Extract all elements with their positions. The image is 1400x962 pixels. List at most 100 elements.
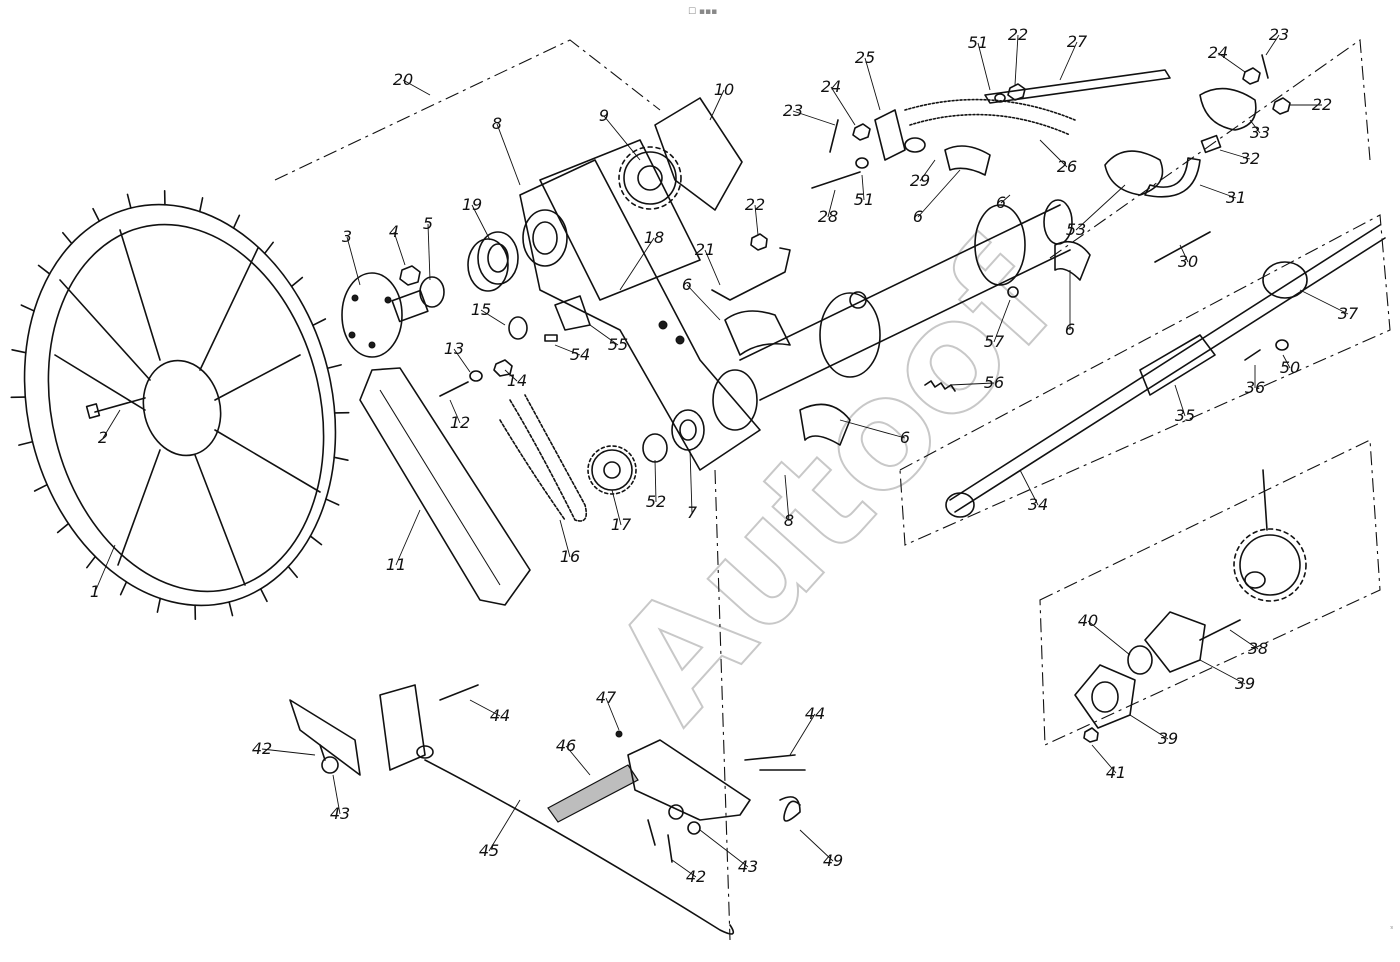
callout-label-45: 45 (479, 841, 499, 860)
top-mark: ☐ ▪▪▪ (688, 7, 717, 17)
callout-leader (1199, 184, 1237, 199)
callout-leader (402, 79, 431, 96)
nut-part-22-a (750, 233, 768, 251)
callout-label-51: 51 (854, 190, 874, 209)
callout-leader (589, 324, 619, 346)
callout-label-23: 23 (783, 101, 803, 120)
callout-leader (799, 829, 834, 862)
circlip-part-52 (642, 433, 668, 463)
callout-leader (605, 697, 620, 731)
callout-label-22: 22 (745, 195, 765, 214)
bracket-assembly-left (289, 684, 735, 935)
chain-guard-part-11 (359, 367, 531, 606)
callout-leader (754, 204, 759, 236)
callout-label-9: 9 (599, 106, 609, 125)
callout-label-44: 44 (805, 704, 825, 723)
callout-leader (480, 309, 506, 326)
callout-leader (1075, 184, 1126, 231)
callout-label-5: 5 (423, 214, 433, 233)
callout-leader (346, 236, 361, 286)
callout-leader (709, 89, 725, 121)
callout-label-15: 15 (471, 300, 491, 319)
callout-label-12: 12 (450, 413, 470, 432)
callout-leader (699, 829, 749, 868)
callout-label-51: 51 (968, 33, 988, 52)
callout-label-13: 13 (444, 339, 464, 358)
spiked-wheel-part-1 (10, 189, 350, 621)
callout-label-54: 54 (570, 345, 590, 364)
wheel-spike (20, 304, 35, 312)
callout-label-50: 50 (1280, 358, 1300, 377)
wheel-spike (325, 498, 340, 506)
callout-leader (261, 748, 316, 756)
callout-label-52: 52 (646, 492, 666, 511)
main-shaft-assembly (712, 199, 1073, 431)
callout-leader (654, 459, 657, 503)
bolt-part-2 (85, 397, 146, 419)
callout-label-4: 4 (389, 222, 399, 241)
wheel-spike (92, 207, 101, 222)
callout-label-41: 41 (1106, 763, 1126, 782)
callout-leader (559, 519, 571, 558)
callout-leader (603, 115, 641, 161)
wheel-spike (287, 565, 298, 579)
callout-leader (496, 123, 521, 186)
callout-leader (1217, 52, 1246, 73)
wheel-spike (333, 456, 349, 461)
callout-leader (1014, 34, 1019, 86)
cover-plate-part-10 (654, 97, 743, 211)
wheel-spike (11, 349, 27, 354)
callout-leader (611, 489, 622, 526)
callout-leader (471, 204, 491, 241)
wheel-spike (156, 597, 162, 613)
group-outline-frame (274, 39, 661, 181)
callout-label-38: 38 (1248, 639, 1268, 658)
callout-label-43: 43 (330, 804, 350, 823)
callout-label-2: 2 (98, 428, 108, 447)
callout-leader (1039, 139, 1068, 168)
callout-label-57: 57 (984, 332, 1005, 351)
callout-leader (1265, 34, 1280, 56)
callout-leader (469, 699, 501, 717)
callout-label-1: 1 (90, 582, 100, 601)
drive-shaft-assembly (945, 224, 1386, 518)
callout-label-29: 29 (910, 171, 930, 190)
nut-part-4 (399, 265, 421, 286)
wheel-spike (290, 276, 304, 288)
callout-leader (102, 409, 121, 439)
gear-housing-frame (519, 139, 761, 471)
bearing-halves-part-6 (724, 145, 1091, 446)
callout-leader (1129, 714, 1169, 740)
callout-label-8: 8 (784, 511, 794, 530)
callout-leader (977, 42, 991, 91)
callout-leader (1299, 289, 1349, 315)
flange-bearing-assembly (1074, 469, 1307, 743)
callout-label-8: 8 (492, 114, 502, 133)
wheel-spike (62, 231, 73, 245)
group-outline-bearing (1039, 439, 1381, 746)
callout-label-6: 6 (1065, 320, 1075, 339)
wheel-spike (228, 601, 234, 617)
callout-label-27: 27 (1067, 32, 1088, 51)
callout-leader (827, 189, 836, 218)
wheel-spike (37, 264, 51, 275)
wheel-spike (33, 483, 48, 492)
wheel-spike (198, 197, 204, 213)
callout-label-34: 34 (1028, 495, 1048, 514)
callout-label-44: 44 (490, 706, 510, 725)
callout-leader (789, 713, 816, 756)
callout-label-18: 18 (644, 228, 664, 247)
callout-label-39: 39 (1235, 674, 1255, 693)
callout-label-26: 26 (1057, 157, 1077, 176)
wheel-spike (18, 440, 34, 446)
wheel-spike (309, 535, 323, 546)
callout-label-25: 25 (855, 48, 875, 67)
callout-leader (1229, 629, 1259, 650)
callout-leader (332, 774, 341, 815)
callout-leader (861, 174, 865, 201)
callout-label-31: 31 (1226, 188, 1246, 207)
callout-leader (393, 231, 406, 266)
callout-label-40: 40 (1078, 611, 1098, 630)
callout-label-43: 43 (738, 857, 758, 876)
